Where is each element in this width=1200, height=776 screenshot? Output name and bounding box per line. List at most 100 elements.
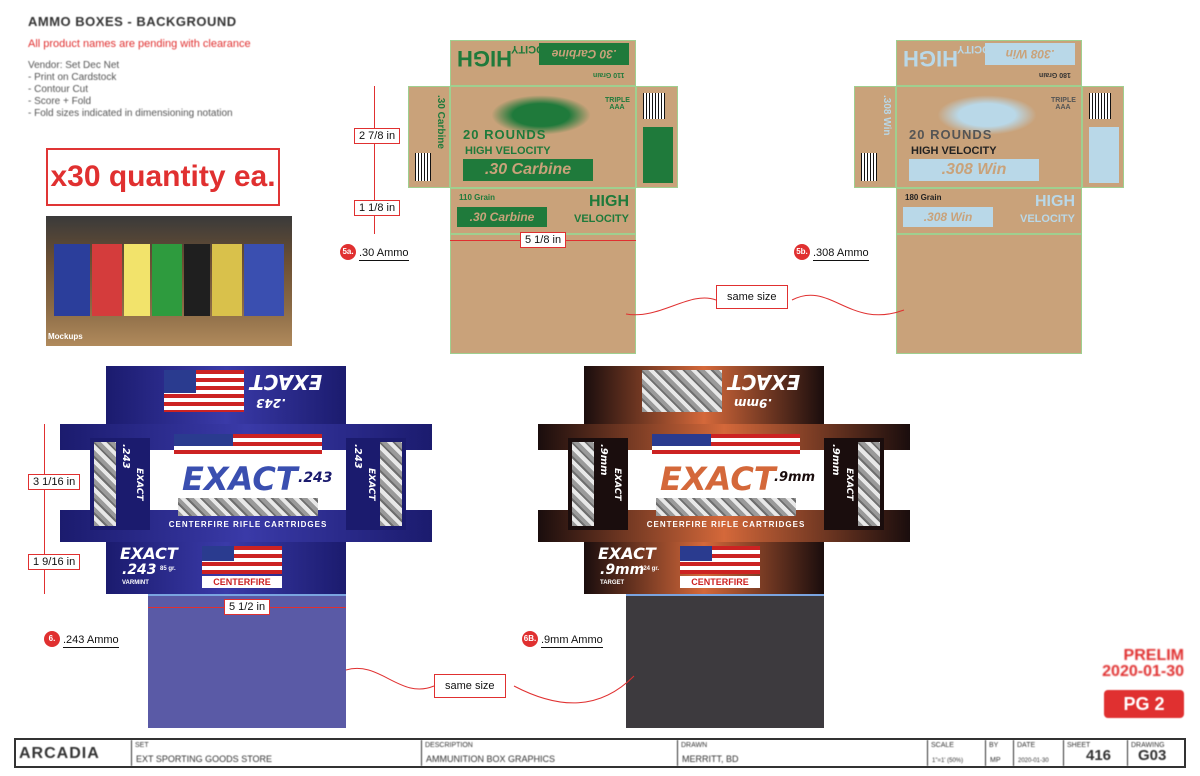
- bullets-graphic: [380, 442, 402, 526]
- back-panel: [450, 234, 636, 354]
- side-caliber: .243: [120, 444, 131, 469]
- same-size-arrows: [345, 667, 635, 704]
- bottom-centerfire: CENTERFIRE: [680, 576, 760, 588]
- bullets-graphic: [94, 442, 116, 526]
- side-brand: EXACT: [366, 468, 376, 501]
- set-label: SET: [135, 742, 149, 749]
- vendor-notes: Vendor: Set Dec Net - Print on Cardstock…: [28, 60, 233, 120]
- barcode-icon: [861, 153, 877, 181]
- dim-height-6: 3 1/16 in: [28, 474, 81, 490]
- barcode-icon: [1089, 93, 1111, 119]
- bottom-caliber: .308 Win: [903, 207, 993, 227]
- box-number: 5b.: [794, 243, 810, 260]
- mockup-box: [244, 244, 284, 316]
- clearance-note: All product names are pending with clear…: [28, 38, 251, 50]
- right-side-panel: [636, 86, 678, 188]
- date-cell: DATE 2020-01-30: [1014, 740, 1064, 766]
- bottom-brand: EXACT: [598, 544, 656, 563]
- sheet-label: SHEET: [1067, 742, 1091, 749]
- eagle-icon: [937, 95, 1037, 135]
- flag-graphic: [652, 434, 800, 456]
- by-value: MP: [990, 757, 1001, 764]
- by-label: BY: [989, 742, 999, 749]
- side-caliber: .243: [352, 444, 363, 469]
- box-name: .308 Ammo: [813, 247, 869, 261]
- side-label-block: [643, 127, 673, 183]
- bottom-title: HIGH: [1035, 193, 1075, 210]
- date-value: 2020-01-30: [1018, 758, 1049, 764]
- by-cell: BY MP: [986, 740, 1014, 766]
- velocity-text: HIGH VELOCITY: [911, 145, 997, 157]
- barcode-icon: [643, 93, 665, 119]
- date-label: DATE: [1017, 742, 1036, 749]
- description-cell: DESCRIPTION AMMUNITION BOX GRAPHICS: [422, 740, 678, 766]
- desc-value: AMMUNITION BOX GRAPHICS: [426, 754, 556, 764]
- velocity-text: HIGH VELOCITY: [465, 145, 551, 157]
- bullets-graphic: [656, 498, 796, 516]
- bullets-graphic: [572, 442, 594, 526]
- same-size-callout: same size: [716, 285, 788, 309]
- front-caliber: .308 Win: [909, 159, 1039, 181]
- drawn-label: DRAWN: [681, 742, 708, 749]
- side-label-block: [1089, 127, 1119, 183]
- same-size-arrows: [625, 294, 905, 316]
- top-caliber: .30 Carbine: [539, 43, 629, 65]
- left-side-panel: .9mm EXACT: [568, 438, 628, 530]
- side-brand: EXACT: [844, 468, 854, 501]
- dim-width-5a: 5 1/8 in: [520, 232, 567, 248]
- triple-badge: TRIPLE AAA: [605, 97, 630, 111]
- top-caliber: .308 Win: [985, 43, 1075, 65]
- top-brand: EXACT: [728, 370, 801, 394]
- triple-badge: TRIPLE AAA: [1051, 97, 1076, 111]
- prelim-text: PRELIM: [1123, 647, 1184, 664]
- eagle-icon: [491, 95, 591, 135]
- side-caliber: .9mm: [598, 444, 609, 476]
- scale-value: 1"=1' (50%): [932, 758, 964, 764]
- bottom-caliber: .30 Carbine: [457, 207, 547, 227]
- right-side-panel: .9mm EXACT: [824, 438, 884, 530]
- left-side-panel: .308 Win: [854, 86, 896, 188]
- bottom-flap: EXACT .9mm 124 gr. TARGET CENTERFIRE: [584, 542, 824, 594]
- mockup-box: [124, 244, 150, 316]
- top-flap: EXACT .243: [106, 366, 346, 424]
- bottom-title2: VELOCITY: [1019, 213, 1075, 225]
- front-brand: EXACT: [660, 460, 776, 498]
- drawing-label: DRAWING: [1131, 742, 1165, 749]
- front-caliber: .243: [298, 470, 333, 486]
- bottom-caliber: .243: [122, 562, 157, 578]
- front-caliber: .30 Carbine: [463, 159, 593, 181]
- top-flap: EXACT .9mm: [584, 366, 824, 424]
- prelim-date: 2020-01-30: [1102, 663, 1184, 680]
- box-number: 5a.: [340, 243, 356, 260]
- box-name: .9mm Ammo: [541, 634, 603, 648]
- front-panel: EXACT .9mm CENTERFIRE RIFLE CARTRIDGES: [646, 430, 815, 536]
- bullets-graphic: [642, 370, 722, 412]
- front-subline: CENTERFIRE RIFLE CARTRIDGES: [168, 520, 328, 529]
- mockup-box: [212, 244, 242, 316]
- prelim-stamp: PRELIM 2020-01-30: [1102, 648, 1184, 680]
- quantity-callout: x30 quantity ea.: [46, 148, 280, 206]
- note-line: - Fold sizes indicated in dimensioning n…: [28, 108, 233, 119]
- main-band: .243 EXACT EXACT .243 CENTERFIRE RIFLE C…: [60, 424, 432, 542]
- mockup-box: [92, 244, 122, 316]
- set-cell: SET EXT SPORTING GOODS STORE: [132, 740, 422, 766]
- note-line: - Print on Cardstock: [28, 72, 117, 83]
- box-number: 6.: [44, 630, 60, 647]
- main-band: .9mm EXACT EXACT .9mm CENTERFIRE RIFLE C…: [538, 424, 910, 542]
- box-5a-dieline: HIGH VELOCITY .30 Carbine 110 Grain .30 …: [404, 40, 680, 356]
- sheet-cell: SHEET 416: [1064, 740, 1128, 766]
- bottom-flap: 110 Grain .30 Carbine HIGH VELOCITY: [450, 188, 636, 234]
- front-panel: EXACT .243 CENTERFIRE RIFLE CARTRIDGES: [168, 430, 333, 536]
- top-flap: HIGH VELOCITY .30 Carbine 110 Grain: [450, 40, 636, 86]
- mockup-label: Mockups: [48, 332, 83, 341]
- box-name: .243 Ammo: [63, 634, 119, 648]
- drawing-cell: DRAWING G03: [1128, 740, 1184, 766]
- dim-flap-5a: 1 1/8 in: [354, 200, 401, 216]
- dim-width-6: 5 1/2 in: [224, 599, 271, 615]
- top-title: HIGH: [903, 46, 958, 71]
- top-flap: HIGH VELOCITY .308 Win 180 Grain: [896, 40, 1082, 86]
- sheet-title: AMMO BOXES - BACKGROUND: [28, 14, 237, 29]
- front-panel: 20 ROUNDS HIGH VELOCITY .30 Carbine TRIP…: [450, 86, 636, 188]
- right-side-panel: [1082, 86, 1124, 188]
- bottom-title: HIGH: [589, 193, 629, 210]
